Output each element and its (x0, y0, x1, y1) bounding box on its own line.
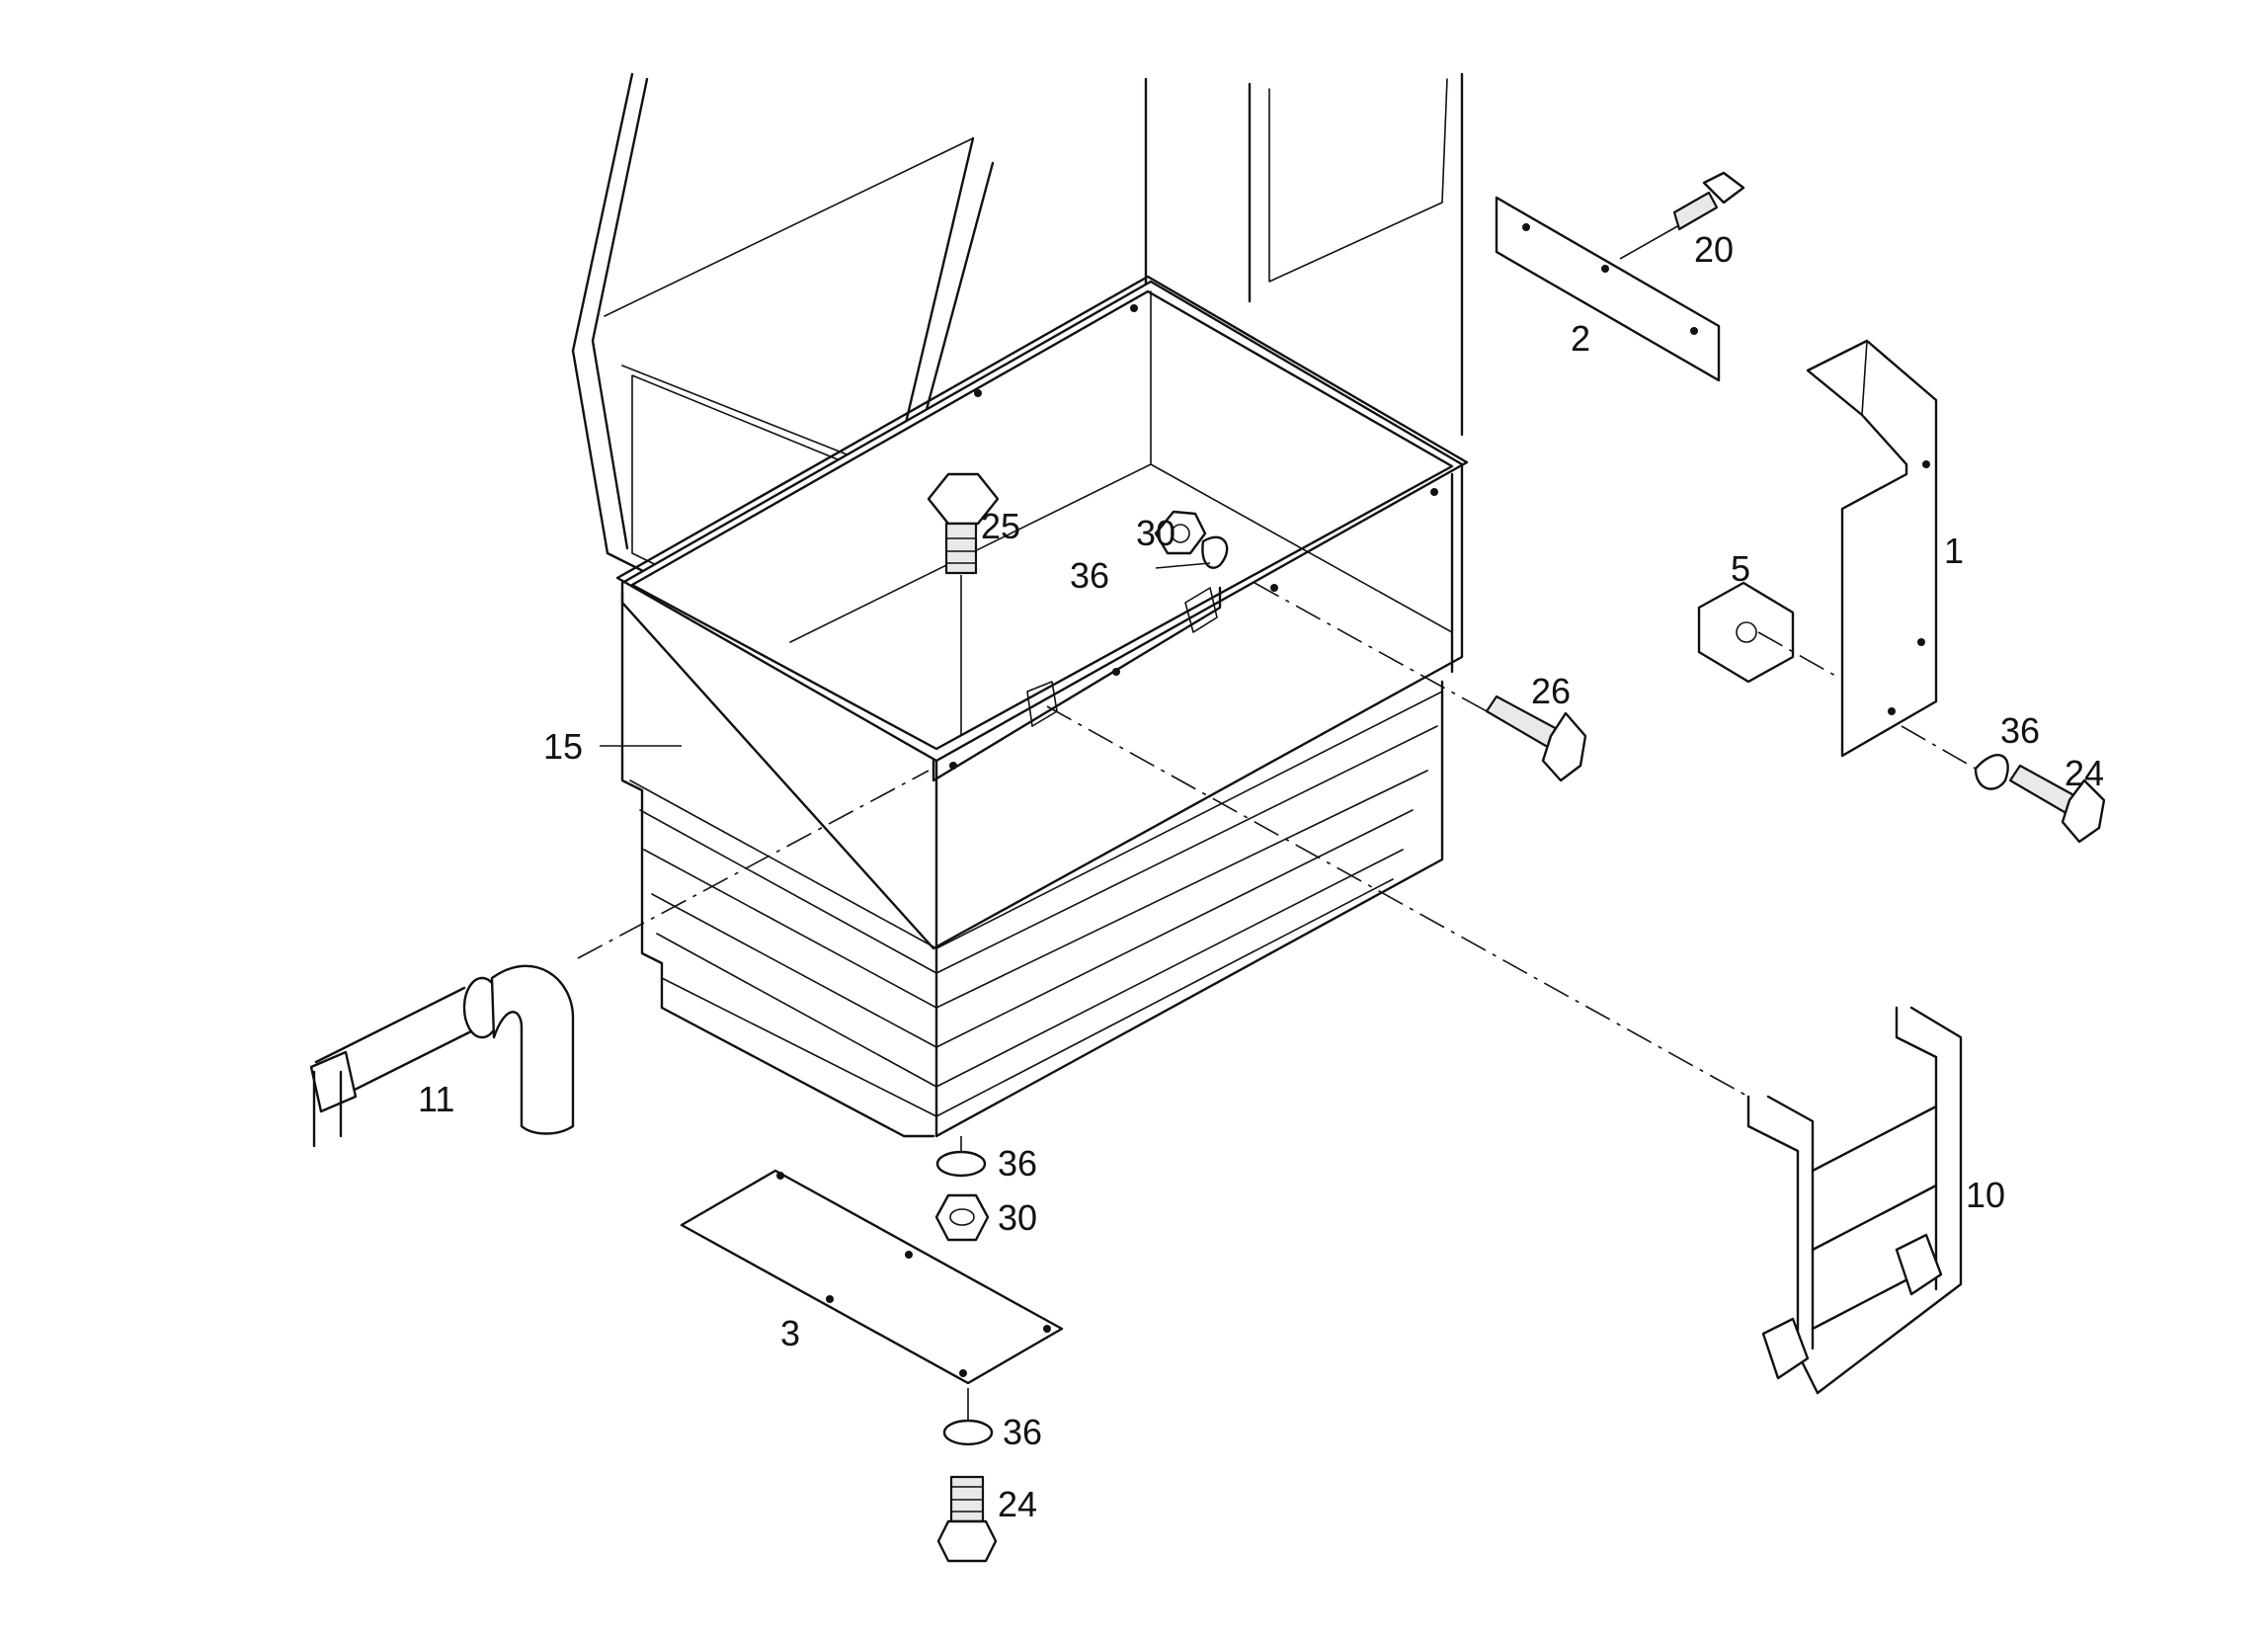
callout-36-right: 36 (2000, 710, 2040, 751)
storage-box (615, 275, 1469, 1138)
callout-5: 5 (1731, 548, 1750, 589)
center-lines (577, 582, 1749, 1098)
callout-24-bottom: 24 (998, 1484, 1037, 1524)
callout-25: 25 (981, 506, 1020, 546)
callout-2: 2 (1571, 318, 1590, 359)
nut-plate-5 (1697, 581, 1838, 684)
callout-24-right: 24 (2065, 753, 2104, 793)
pipe-11 (309, 964, 575, 1148)
bottom-fasteners-lower (936, 1388, 998, 1563)
bolt-25 (927, 472, 1000, 736)
callout-36-top: 36 (1070, 555, 1109, 596)
callout-36-bottom-upper: 36 (998, 1143, 1037, 1184)
callout-3: 3 (780, 1313, 800, 1353)
callout-36-bottom-lower: 36 (1003, 1412, 1042, 1452)
bracket-1 (1806, 339, 1938, 758)
callouts: 1 2 3 5 10 11 15 20 24 24 25 26 30 30 36… (418, 229, 2104, 1524)
callout-15: 15 (543, 726, 583, 767)
callout-26: 26 (1531, 671, 1571, 711)
callout-1: 1 (1944, 531, 1964, 571)
bolt-26 (1485, 695, 1587, 782)
callout-20: 20 (1694, 229, 1734, 270)
plate-3 (680, 1169, 1064, 1385)
bottom-fasteners-upper (934, 1136, 990, 1242)
nut-30-top (1154, 510, 1229, 569)
screw-20 (1619, 171, 1745, 260)
callout-10: 10 (1966, 1175, 2005, 1215)
callout-30-bottom: 30 (998, 1197, 1037, 1238)
ladder-10 (1746, 1006, 1963, 1395)
callout-30-top: 30 (1136, 513, 1175, 553)
plate-2 (1495, 196, 1721, 382)
bolt-24-right (1901, 725, 2106, 844)
callout-11: 11 (418, 1079, 454, 1119)
